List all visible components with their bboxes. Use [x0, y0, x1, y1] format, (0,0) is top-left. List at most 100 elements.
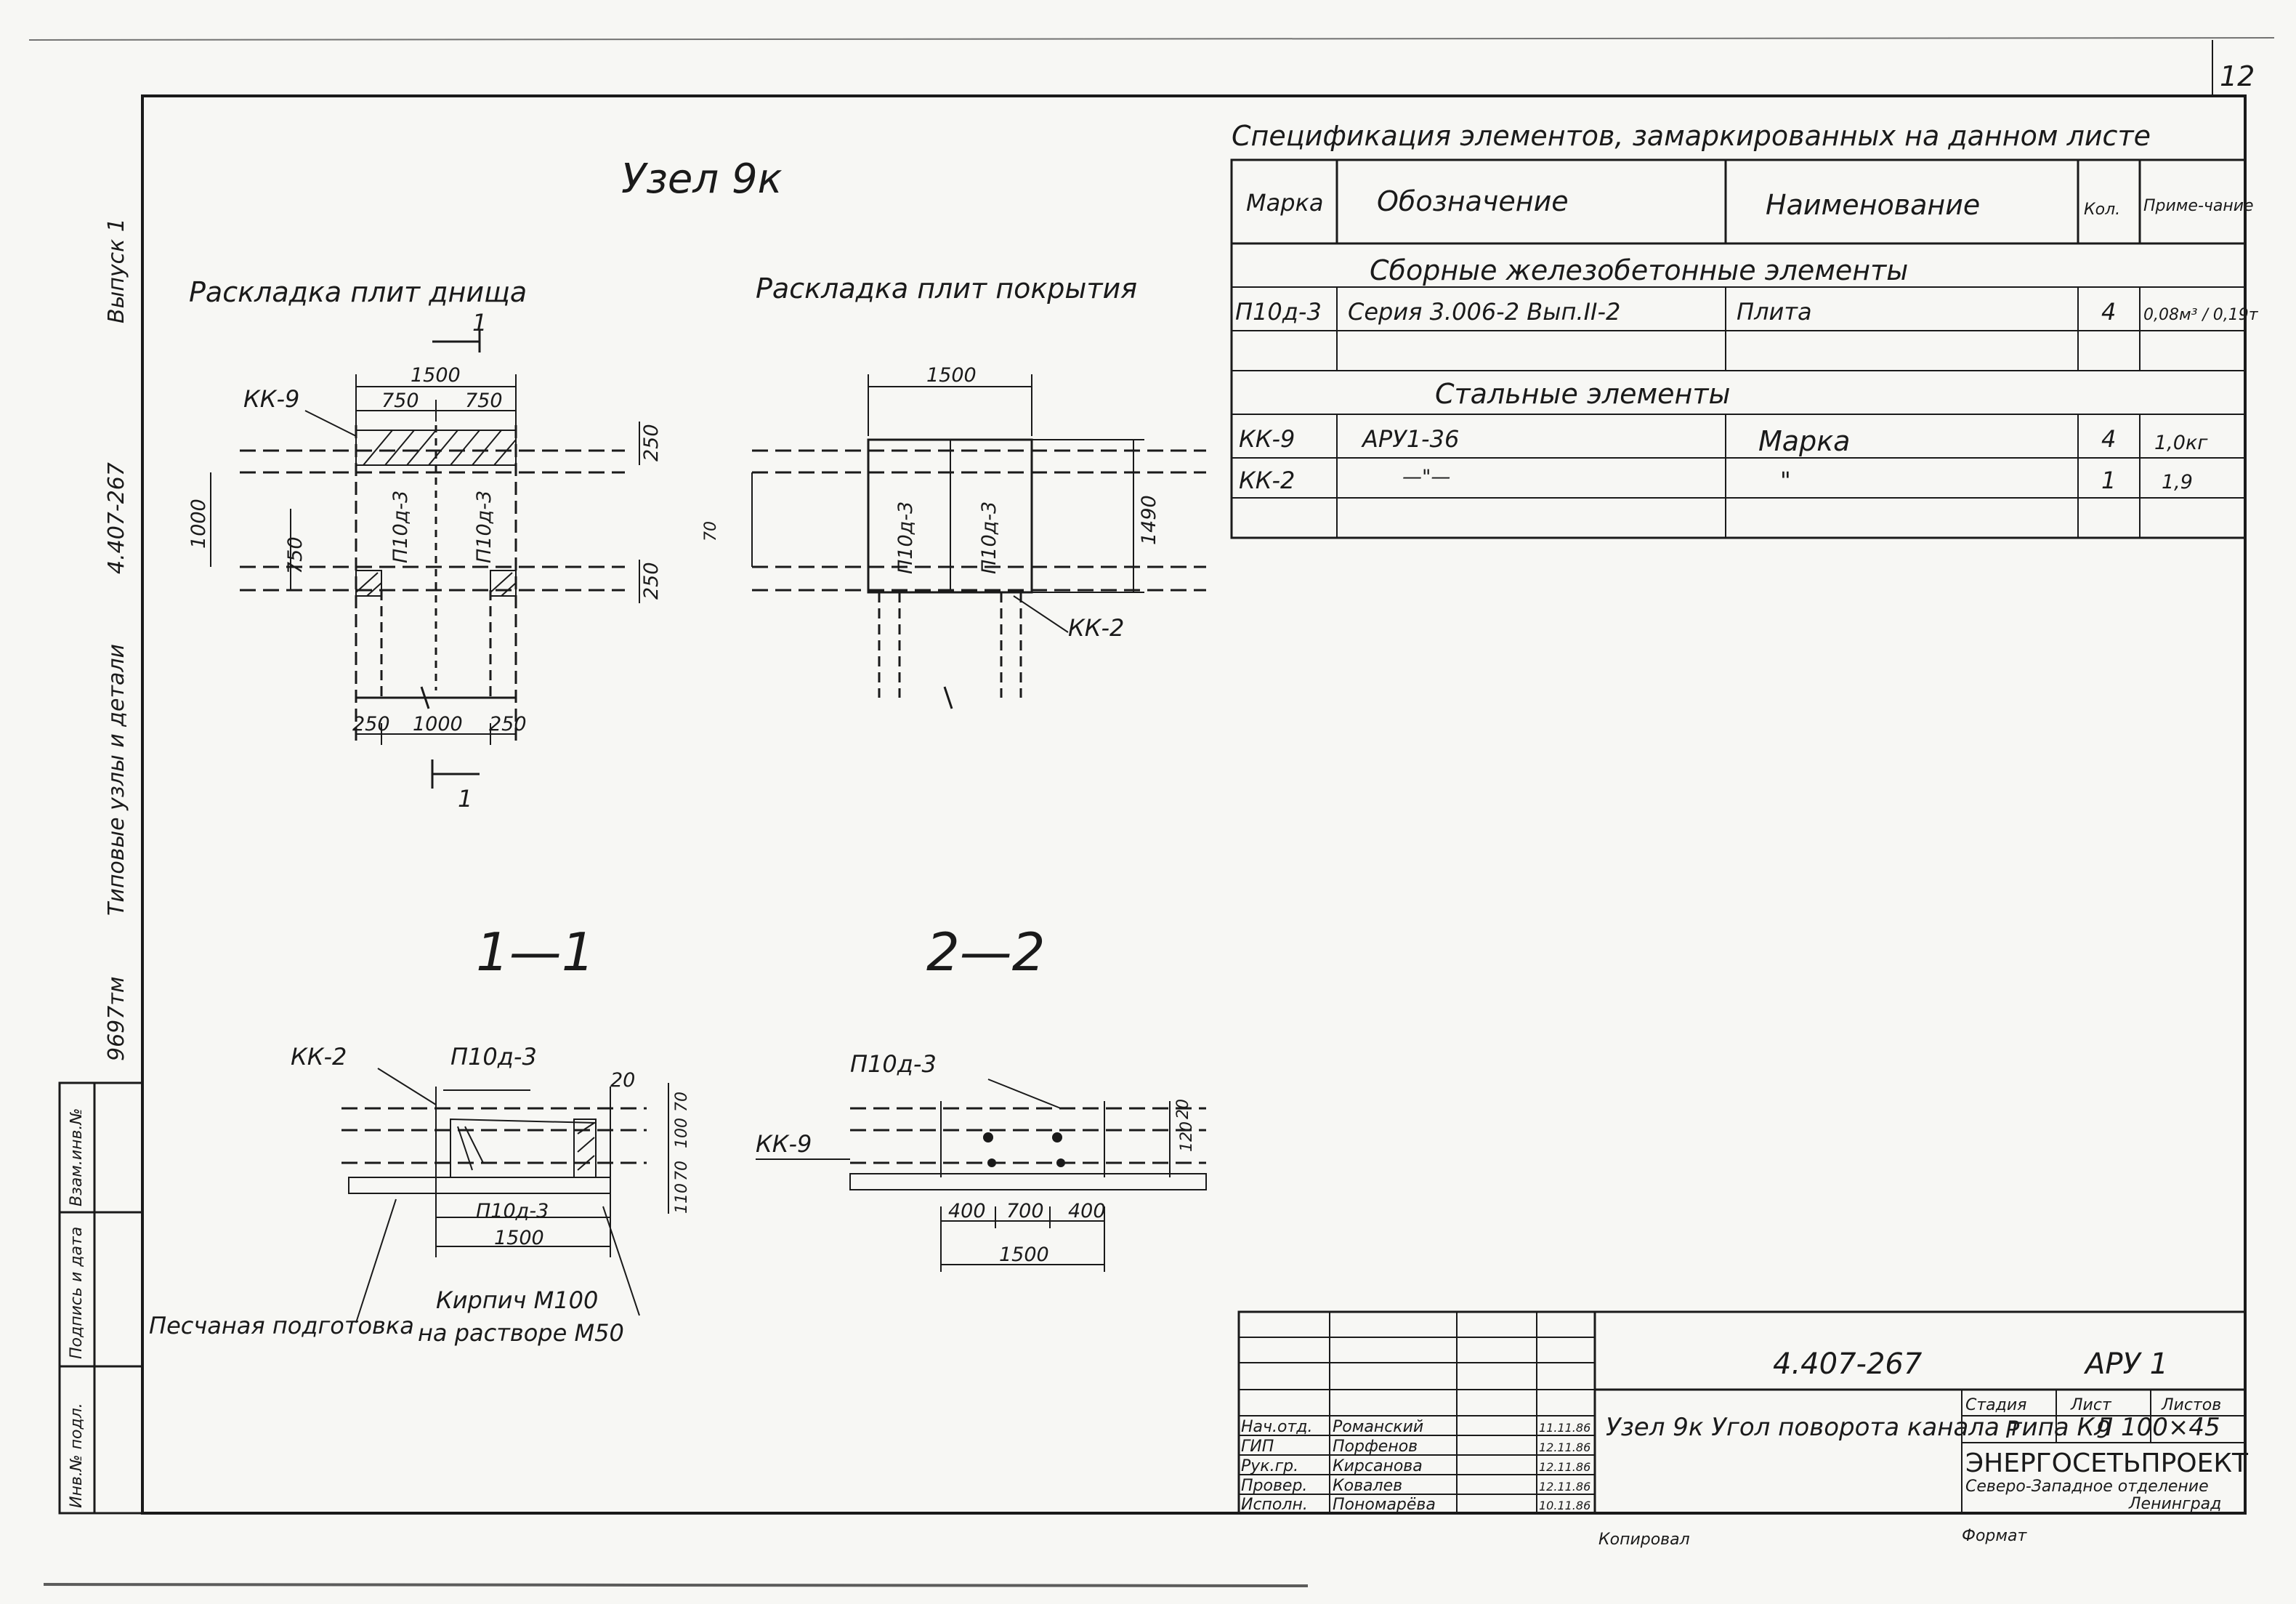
plan-top-dim-total: 1500	[926, 364, 977, 387]
note-brick-line1: Кирпич М100	[436, 1286, 598, 1314]
spec-row2-name: Марка	[1758, 425, 1850, 457]
spec-group-steel: Стальные элементы	[1435, 378, 1731, 410]
stamp-sheet-label: Лист	[2070, 1396, 2112, 1414]
spec-header-note: Приме-чание	[2143, 197, 2254, 215]
stamp-date-4: 12.11.86	[1539, 1480, 1590, 1494]
plan-bottom-dim-height-top: 250	[640, 424, 663, 462]
section-1-dim-width: 1500	[494, 1227, 544, 1249]
section-2-dim-h120: 120	[1178, 1121, 1196, 1152]
stamp-copied: Копировал	[1598, 1531, 1690, 1549]
plan-bottom-section-mark-top: 1	[472, 309, 487, 336]
plan-bottom-dim-total: 1500	[411, 364, 461, 387]
section-1-dim-70b: 70	[673, 1161, 691, 1181]
spec-header-mark: Марка	[1246, 189, 1323, 217]
spec-header-qty: Кол.	[2084, 201, 2120, 219]
stamp-role-4: Провер.	[1241, 1477, 1307, 1495]
stamp-stage-label: Стадия	[1965, 1396, 2026, 1414]
plan-top-title: Раскладка плит покрытия	[756, 273, 1137, 305]
stamp-name-2: Порфенов	[1333, 1438, 1418, 1456]
plan-top-slab-right: П10д-3	[978, 501, 1001, 574]
stamp-doc-code: 4.407-267	[1773, 1347, 1923, 1381]
section-1-dim-100: 100	[673, 1118, 691, 1148]
section-2-dim-400a: 400	[948, 1200, 986, 1222]
stamp-role-1: Нач.отд.	[1241, 1418, 1313, 1436]
spec-row1-name: Плита	[1737, 298, 1812, 326]
plan-bottom-dim-half-right: 750	[465, 390, 503, 412]
section-1-slab-bottom: П10д-3	[476, 1200, 549, 1222]
spec-table-grid	[1230, 158, 2247, 539]
spec-header-name: Наименование	[1766, 189, 1980, 221]
section-1-dim-110: 110	[673, 1183, 691, 1214]
stamp-org-name: ЭНЕРГОСЕТЬПРОЕКТ	[1965, 1448, 2249, 1478]
stamp-date-5: 10.11.86	[1539, 1499, 1590, 1512]
side-field-replaced: Взам.инв.№	[68, 1108, 86, 1206]
section-2-dim-400b: 400	[1068, 1200, 1106, 1222]
side-issue: Выпуск 1	[104, 218, 129, 323]
spec-row1-note: 0,08м³ / 0,19т	[2143, 306, 2259, 324]
stamp-stage: Р	[2005, 1416, 2020, 1443]
section-2-title: 2—2	[926, 922, 1046, 983]
stamp-name-5: Пономарёва	[1333, 1496, 1436, 1514]
spec-row1-qty: 4	[2101, 298, 2116, 326]
stamp-org-city: Ленинград	[2128, 1495, 2221, 1513]
spec-header-designation: Обозначение	[1377, 185, 1569, 217]
plan-top-kk2-label: КК-2	[1068, 614, 1124, 642]
section-1-slab-top: П10д-3	[450, 1043, 537, 1071]
sheet-frame	[141, 94, 2247, 1515]
section-1-graphic	[341, 1068, 669, 1323]
plan-bottom-dim-half-left: 750	[381, 390, 419, 412]
plan-bottom-kk9-label: КК-9	[243, 385, 299, 413]
side-series-title: Типовые узлы и детали	[104, 644, 129, 916]
section-2-kk9-label: КК-9	[756, 1130, 812, 1158]
section-1-dim-20: 20	[610, 1069, 635, 1092]
spec-group-precast: Сборные железобетонные элементы	[1370, 254, 1908, 286]
plan-bottom-slab-left: П10д-3	[389, 491, 412, 563]
plan-top-slab-left: П10д-3	[894, 501, 917, 574]
spec-caption: Спецификация элементов, замаркированных …	[1232, 120, 2151, 152]
stamp-sheets-label: Листов	[2161, 1396, 2221, 1414]
section-1-title: 1—1	[476, 922, 595, 983]
page-number: 12	[2220, 60, 2255, 92]
plan-top-dim-height: 1490	[1138, 495, 1160, 545]
plan-bottom-section-mark-bottom: 1	[458, 785, 472, 813]
side-field-inventory: Инв.№ подл.	[68, 1403, 86, 1508]
plan-bottom-slab-right: П10д-3	[473, 491, 496, 563]
section-2-dim-700: 700	[1006, 1200, 1044, 1222]
side-field-signature: Подпись и дата	[68, 1227, 86, 1359]
section-2-dim-h20: 20	[1174, 1099, 1192, 1119]
section-2-slab-label: П10д-3	[850, 1050, 937, 1078]
spec-row3-name: "	[1780, 467, 1791, 494]
spec-row2-qty: 4	[2101, 425, 2116, 453]
stamp-org-branch: Северо-Западное отделение	[1965, 1478, 2209, 1496]
stamp-name-1: Романский	[1333, 1418, 1423, 1436]
section-2-dim-width: 1500	[999, 1244, 1049, 1266]
stamp-date-3: 12.11.86	[1539, 1460, 1590, 1474]
stamp-name-4: Ковалев	[1333, 1477, 1402, 1495]
plan-bottom-title: Раскладка плит днища	[189, 276, 527, 308]
plan-top-graphic	[751, 374, 1206, 709]
stamp-set-code: АРУ 1	[2083, 1347, 2168, 1381]
node-title: Узел 9к	[621, 156, 783, 203]
plan-bottom-dim-height-bot: 250	[640, 562, 663, 600]
section-2-graphic	[756, 1079, 1207, 1272]
side-field-box	[58, 1081, 144, 1515]
spec-row2-note: 1,0кг	[2154, 432, 2208, 454]
stamp-title-line: Узел 9к Угол поворота канала типа КЛ 100…	[1606, 1413, 2220, 1442]
section-1-kk2-label: КК-2	[291, 1043, 347, 1071]
spec-row3-qty: 1	[2101, 467, 2116, 494]
plan-bottom-dim-bottom-left: 250	[352, 713, 390, 735]
plan-top-dim-small: 70	[702, 521, 720, 541]
stamp-grid	[1237, 1310, 2247, 1515]
stamp-sheet: 9	[2096, 1416, 2111, 1443]
plan-bottom-dim-side-inner: 750	[284, 536, 307, 574]
side-archive-number: 9697тм	[104, 977, 129, 1061]
stamp-role-2: ГИП	[1241, 1438, 1274, 1456]
plan-bottom-dim-bottom-right: 250	[489, 713, 527, 735]
plan-bottom-dim-side-left: 1000	[187, 499, 210, 549]
section-1-dim-70a: 70	[673, 1092, 691, 1112]
plan-bottom-graphic	[210, 331, 640, 789]
stamp-format: Формат	[1962, 1527, 2027, 1545]
side-code: 4.407-267	[104, 462, 129, 574]
plan-bottom-dim-bottom-mid: 1000	[413, 713, 463, 735]
